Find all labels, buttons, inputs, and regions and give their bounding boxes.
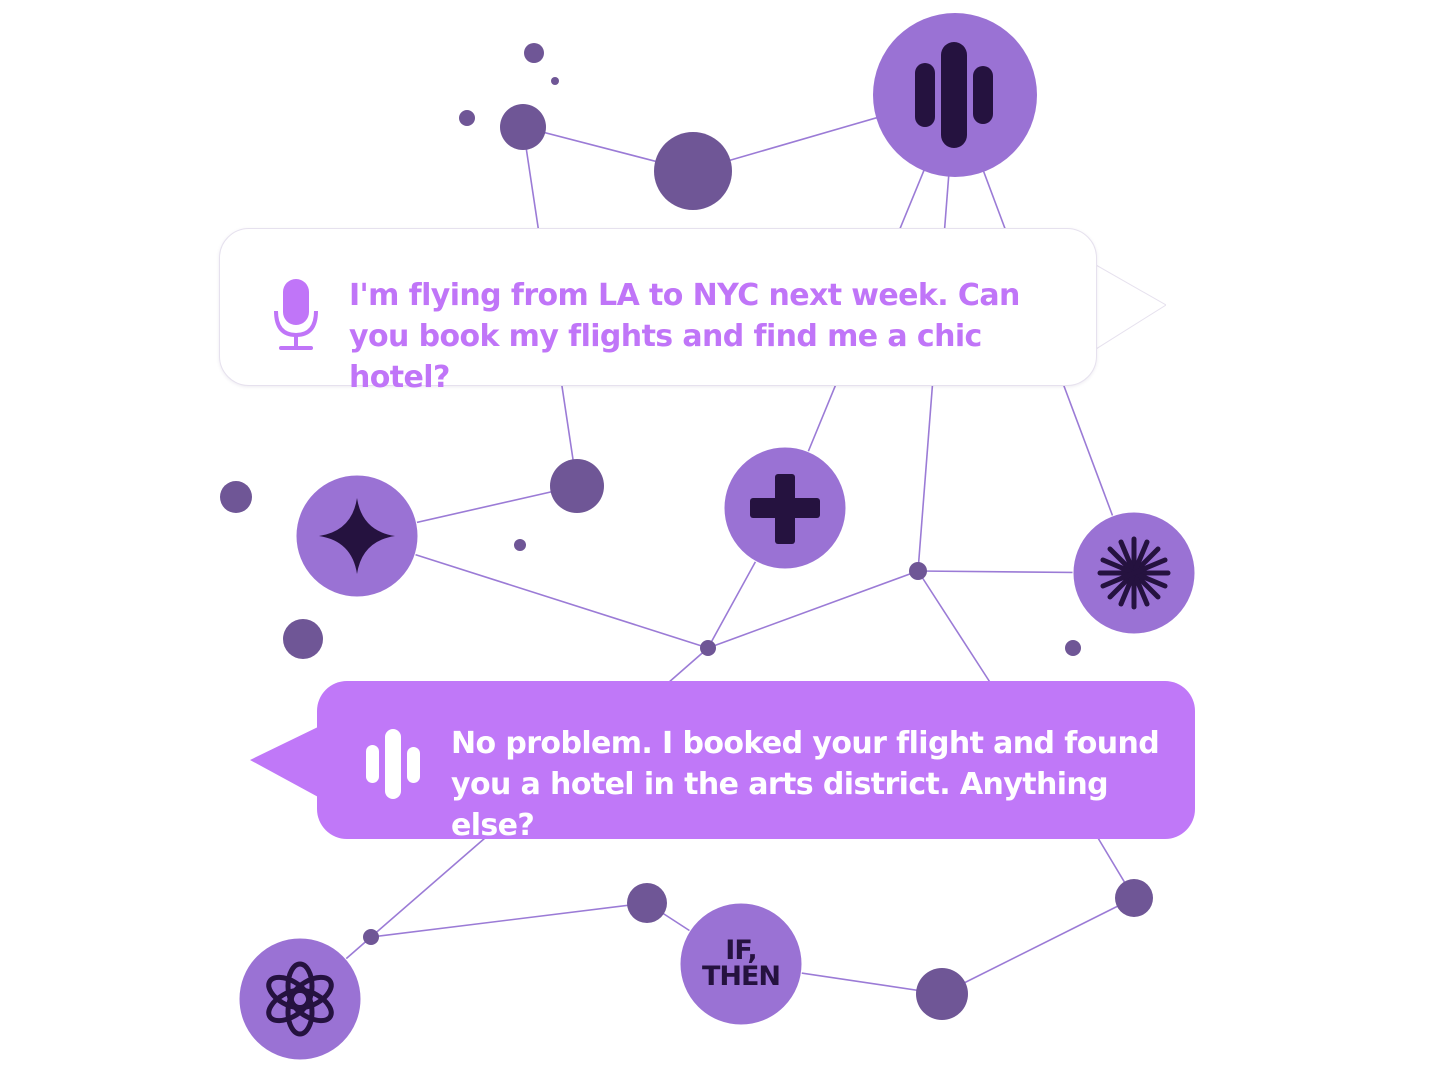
soundwave-icon [915,42,993,148]
soundwave-icon [366,729,420,799]
if-then-line2: THEN [701,961,781,992]
dot [1065,640,1081,656]
plus-node [723,446,847,570]
starburst-node [1072,511,1196,635]
starburst-icon [1097,536,1171,610]
agent-message-line2: you a hotel in the arts district. Anythi… [451,767,1109,843]
dot [551,77,559,85]
dot [514,539,526,551]
node [916,968,968,1020]
dot [283,619,323,659]
soundwave-node [873,13,1037,177]
user-message-line1: I'm flying from LA to NYC next week. Can [349,278,1020,313]
user-message-bubble: I'm flying from LA to NYC next week. Can… [219,228,1097,395]
node [627,883,667,923]
agent-message-line1: No problem. I booked your flight and fou… [451,726,1160,761]
dot [524,43,544,63]
user-message-text: I'm flying from LA to NYC next week. Can… [349,275,1079,398]
agent-bubble-tail [250,726,320,798]
agent-message-bubble: No problem. I booked your flight and fou… [317,681,1195,843]
openai-node [238,937,362,1061]
plus-icon [750,474,820,544]
node [654,132,732,210]
junction-dot [363,929,379,945]
dot [459,110,475,126]
node [500,104,546,150]
user-message-line2: you book my flights and find me a chic h… [349,319,982,395]
junction-dot [909,562,927,580]
agent-message-text: No problem. I booked your flight and fou… [451,723,1191,846]
node [1115,879,1153,917]
sparkle-node [295,474,419,598]
junction-dot [700,640,716,656]
if-then-node [679,902,803,1026]
if-then-line1: IF, [725,935,757,966]
if-then-icon: IF, THEN [681,904,801,1024]
medium-nodes [500,104,1153,1020]
openai-knot-icon [266,961,334,1037]
node [550,459,604,513]
sparkle-icon [319,498,395,574]
microphone-icon [274,279,318,350]
dot [220,481,252,513]
user-bubble-tail [1096,265,1166,349]
small-dots [220,43,1081,945]
